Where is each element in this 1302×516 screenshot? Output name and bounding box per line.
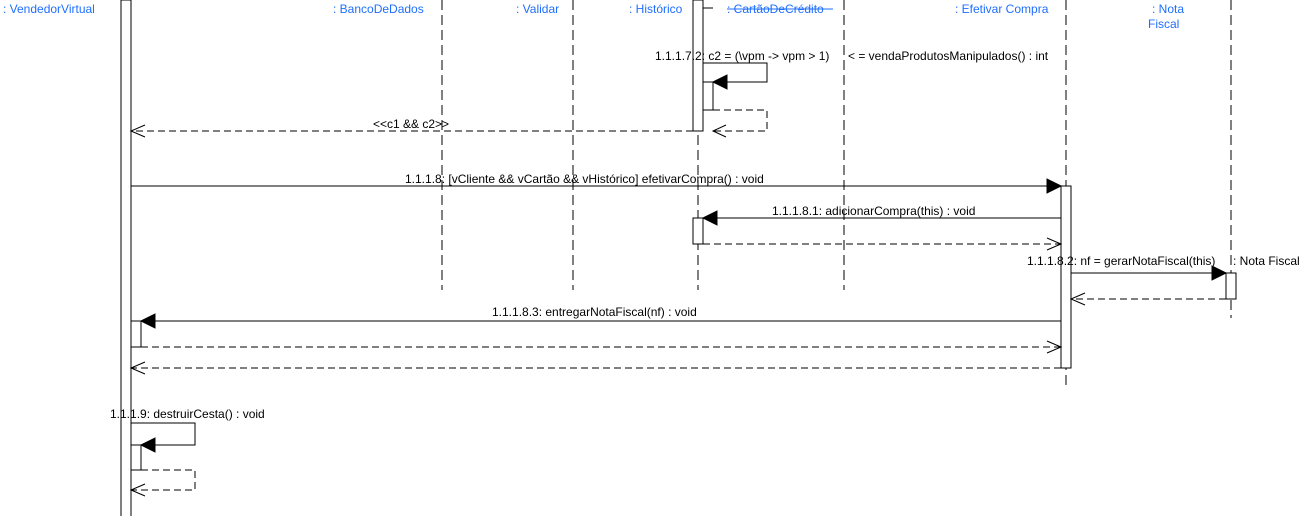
activation-vendedor-2	[130, 320, 142, 348]
msg-11183-head	[139, 313, 156, 329]
msg-1118-head	[1046, 178, 1063, 194]
activation-historico-outer	[692, 0, 704, 132]
lifeline-head-validar: : Validar	[516, 2, 559, 16]
lifeline-head-banco: : BancoDeDados	[333, 2, 424, 16]
activation-efetivar	[1060, 185, 1072, 369]
msg-1172-label: 1.1.1.7.2: c2 = (\vpm -> vpm > 1)	[655, 49, 829, 63]
msg-11182-return-head	[1069, 292, 1086, 306]
lifeline-head-efetivar: : Efetivar Compra	[955, 2, 1049, 16]
msg-1119-head	[139, 437, 156, 453]
ret-c1c2-head	[129, 124, 146, 138]
activation-historico-inner	[702, 81, 714, 111]
msg-1172-arrow	[703, 62, 768, 83]
activation-vendedor-3	[130, 444, 142, 471]
lifeline-head-vendedor: : VendedorVirtual	[3, 2, 95, 16]
lifeline-head-historico: : Histórico	[629, 2, 683, 16]
ret-c1c2-label: <<c1 && c2>>	[373, 117, 449, 131]
msg-11181-return-head	[1046, 237, 1063, 251]
activation-historico-2	[692, 217, 704, 245]
msg-11182-head	[1211, 265, 1228, 281]
msg-1119-label: 1.1.1.9: destruirCesta() : void	[110, 407, 265, 421]
msg-1119-return-head	[129, 483, 146, 497]
msg-11182-label: 1.1.1.8.2: nf = gerarNotaFiscal(this)	[1027, 254, 1215, 268]
msg-1172-return-head	[711, 124, 727, 138]
msg-1118-label: 1.1.1.8: [vCliente && vCartão && vHistór…	[405, 172, 764, 186]
msg-11181-head	[701, 210, 718, 226]
msg-1119-return	[131, 469, 196, 491]
lifeline-head-nota-1: : Nota	[1152, 2, 1184, 16]
msg-1118-return-head	[129, 361, 146, 375]
msg-1172-return	[713, 109, 768, 132]
msg-11182-target: : Nota Fiscal	[1233, 254, 1300, 268]
msg-1119-arrow	[131, 422, 196, 446]
activation-vendedor-outer	[120, 0, 132, 516]
lifeline-head-nota-2: Fiscal	[1148, 17, 1179, 31]
msg-1172-tail: < = vendaProdutosManipulados() : int	[848, 49, 1049, 63]
activation-nota	[1225, 272, 1237, 300]
msg-11181-label: 1.1.1.8.1: adicionarCompra(this) : void	[772, 204, 975, 218]
msg-11183-return-head	[1046, 340, 1063, 354]
msg-1172-head	[711, 74, 728, 90]
msg-11183-label: 1.1.1.8.3: entregarNotaFiscal(nf) : void	[492, 305, 697, 319]
